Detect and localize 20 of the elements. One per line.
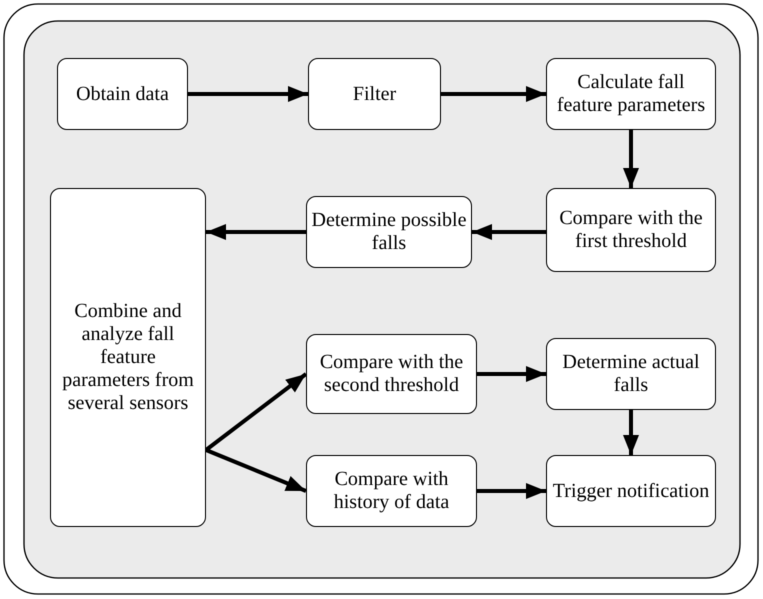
arrow	[477, 366, 546, 382]
arrow	[204, 372, 308, 452]
process-box: Obtain data	[57, 58, 188, 130]
process-box: Trigger notification	[546, 455, 716, 527]
process-box: Determine actual falls	[546, 338, 716, 410]
arrow	[623, 410, 639, 455]
arrow	[205, 448, 307, 493]
process-box: Calculate fall feature parameters	[546, 58, 716, 130]
arrow	[477, 483, 546, 499]
arrow	[441, 86, 546, 102]
arrow	[188, 86, 308, 102]
process-box: Compare with the second threshold	[306, 334, 477, 414]
process-box: Combine and analyze fall feature parameters from several sensors	[50, 188, 206, 527]
process-box: Filter	[308, 58, 441, 130]
process-box: Compare with the first threshold	[546, 188, 716, 272]
process-box: Compare with history of data	[306, 455, 477, 527]
arrow	[206, 224, 306, 240]
arrow	[472, 224, 546, 240]
process-box: Determine possible falls	[306, 196, 472, 268]
arrow	[623, 130, 639, 188]
